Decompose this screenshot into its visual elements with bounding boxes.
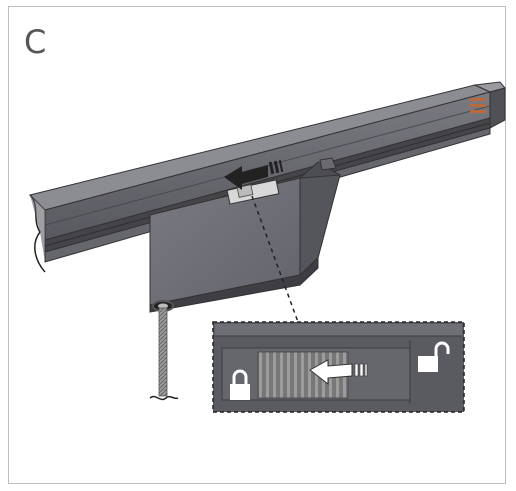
- power-cable: [149, 300, 179, 401]
- rail-conductors: [470, 98, 486, 113]
- step-letter: C: [24, 23, 47, 61]
- detail-leader-line: [251, 195, 299, 323]
- locked-padlock-icon: [230, 369, 250, 400]
- slide-direction-arrow: [224, 159, 284, 190]
- track-adapter-box: [149, 157, 341, 313]
- unlocked-padlock-icon: [418, 341, 450, 372]
- unlock-direction-arrow: [309, 359, 368, 386]
